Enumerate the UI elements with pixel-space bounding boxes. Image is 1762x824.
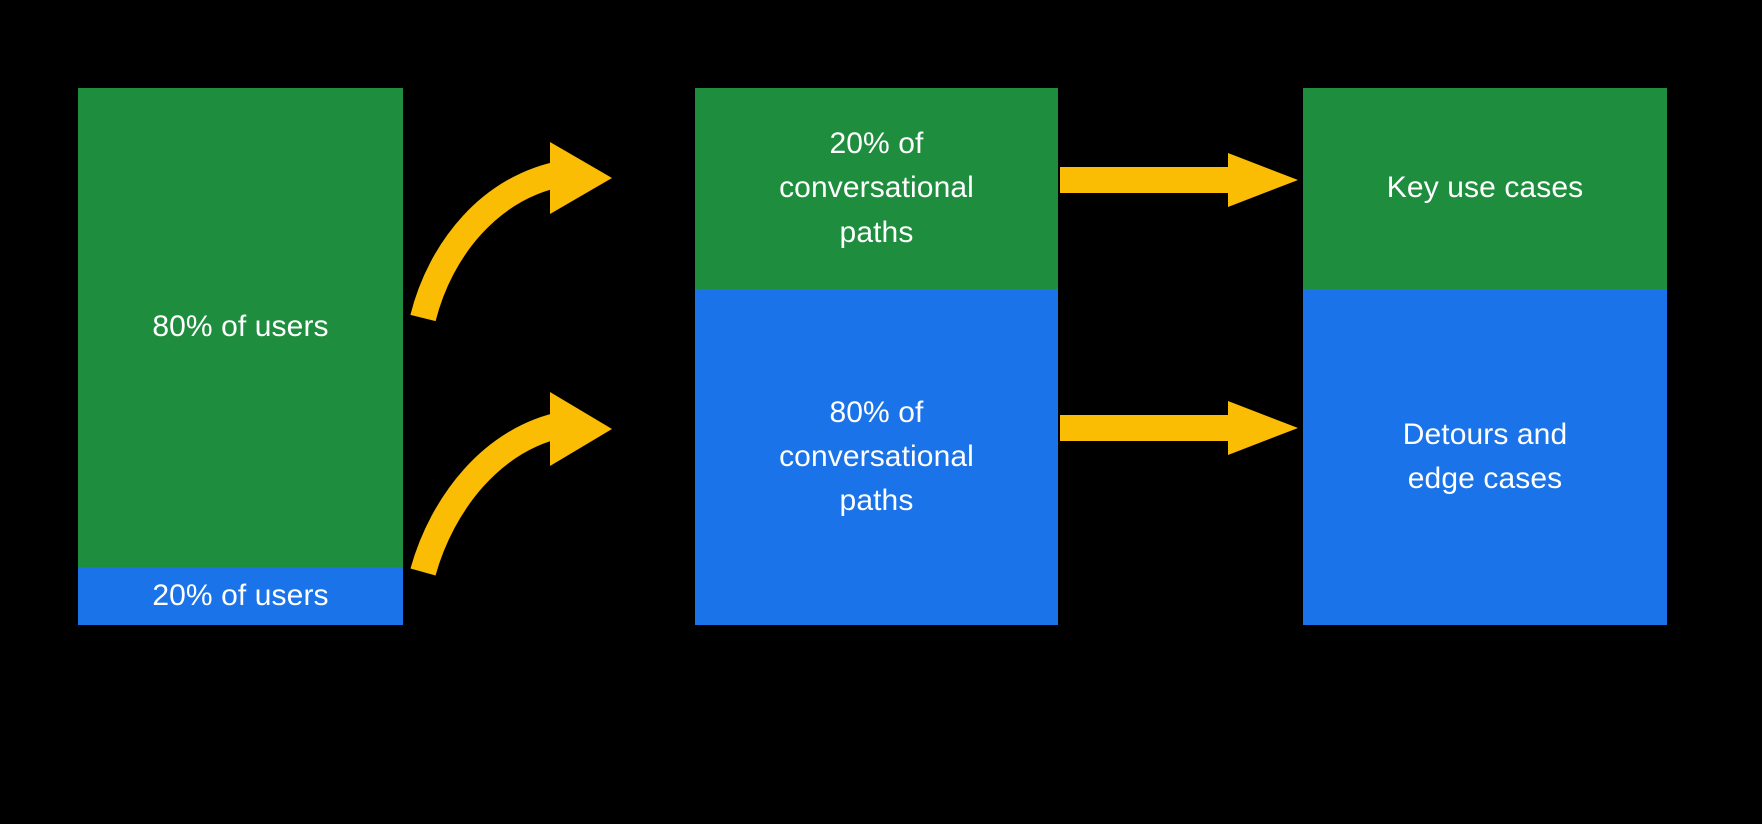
- arrow-paths-majority-to-detours-icon: [1060, 401, 1298, 455]
- segment-label: Detours and edge cases: [1402, 417, 1568, 495]
- segment-detours-edge-cases: Detours and edge cases: [1303, 289, 1667, 625]
- arrow-users-majority-to-paths-minority-icon: [410, 142, 612, 322]
- segment-label: 20% of users: [152, 578, 329, 612]
- segment-label: 80% of conversational paths: [779, 395, 974, 518]
- segment-label: Key use cases: [1386, 171, 1584, 205]
- segment-paths-minority: 20% of conversational paths: [695, 88, 1058, 289]
- segment-label: 20% of conversational paths: [779, 127, 974, 249]
- segment-label: 80% of users: [152, 310, 329, 344]
- arrow-users-minority-to-paths-majority-icon: [410, 392, 612, 576]
- use-cases-column: Key use cases Detours and edge cases: [1303, 88, 1667, 625]
- segment-key-use-cases: Key use cases: [1303, 88, 1667, 289]
- arrow-paths-minority-to-key-use-cases-icon: [1060, 153, 1298, 207]
- segment-users-minority: 20% of users: [78, 567, 403, 625]
- segment-paths-majority: 80% of conversational paths: [695, 289, 1058, 625]
- conversational-paths-column: 20% of conversational paths 80% of conve…: [695, 88, 1058, 625]
- segment-users-majority: 80% of users: [78, 88, 403, 567]
- users-column: 80% of users 20% of users: [78, 88, 403, 625]
